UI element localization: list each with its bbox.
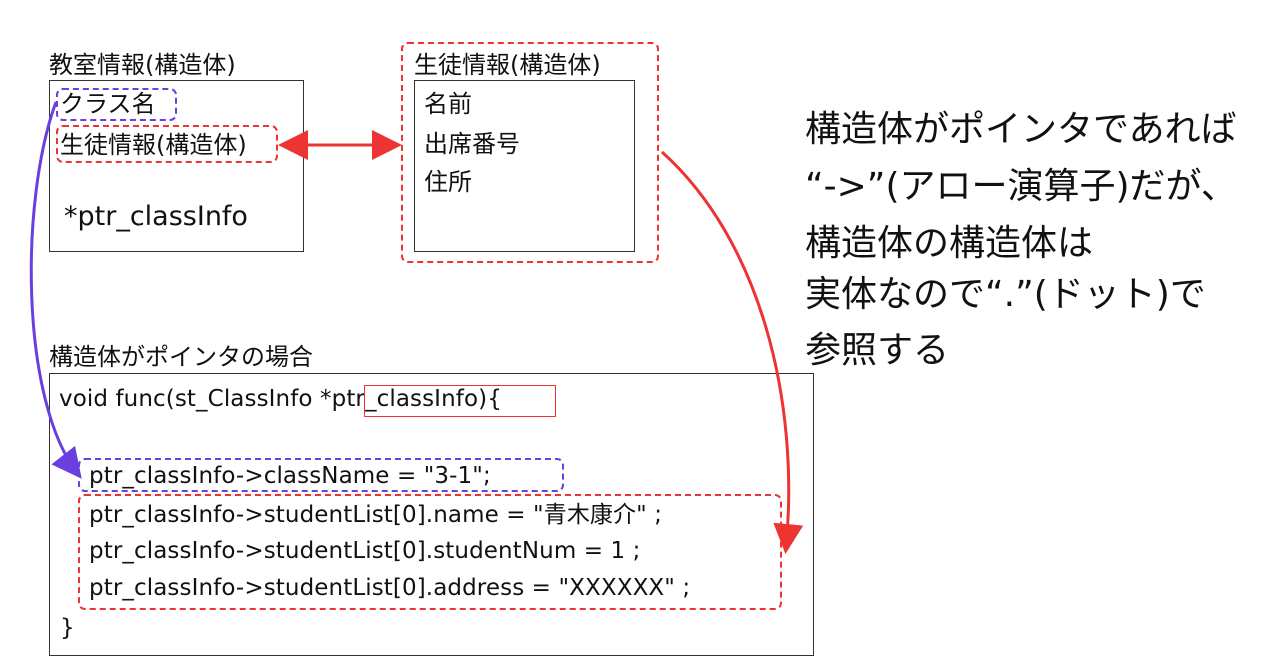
code-signature: void func(st_ClassInfo *ptr_classInfo){: [59, 384, 502, 414]
signature-param: *ptr_classInfo: [320, 386, 479, 412]
signature-suffix: ){: [478, 386, 502, 412]
code-line-address: ptr_classInfo->studentList[0].address = …: [89, 575, 691, 601]
explanation-line-2: “->”(アロー演算子)だが、: [805, 166, 1237, 207]
code-line-name: ptr_classInfo->studentList[0].name = "青木…: [89, 502, 663, 528]
class-name-highlight: [56, 88, 177, 121]
code-box: [49, 373, 814, 656]
code-section-title: 構造体がポインタの場合: [49, 343, 313, 371]
classroom-field-pointer: *ptr_classInfo: [64, 201, 248, 232]
student-field-number: 出席番号: [424, 130, 520, 158]
student-field-address: 住所: [424, 168, 472, 196]
code-line-student-num: ptr_classInfo->studentList[0].studentNum…: [89, 538, 641, 564]
student-struct-box: [414, 80, 635, 252]
classroom-field-class-name: クラス名: [60, 90, 156, 118]
explanation-line-5: 参照する: [805, 330, 950, 371]
curved-arrow-to-student-lines: [660, 150, 804, 554]
student-info-ref-highlight: [56, 125, 278, 163]
explanation-line-3: 構造体の構造体は: [805, 223, 1094, 264]
explanation-line-4: 実体なので“.”(ドット)で: [805, 274, 1206, 315]
classroom-struct-title: 教室情報(構造体): [49, 51, 236, 79]
pointer-param-highlight: [364, 385, 556, 417]
code-closing-brace: }: [60, 615, 75, 641]
code-line-class-name: ptr_classInfo->className = "3-1";: [89, 463, 491, 489]
curved-arrow-class-name: [29, 101, 82, 479]
classroom-struct-box: [49, 80, 304, 252]
student-struct-highlight: [401, 42, 659, 263]
student-struct-title: 生徒情報(構造体): [414, 51, 601, 79]
explanation-line-1: 構造体がポインタであれば: [805, 109, 1237, 150]
classroom-field-student-info: 生徒情報(構造体): [60, 131, 247, 159]
signature-prefix: void func(st_ClassInfo: [59, 386, 321, 412]
student-field-name: 名前: [424, 90, 472, 118]
